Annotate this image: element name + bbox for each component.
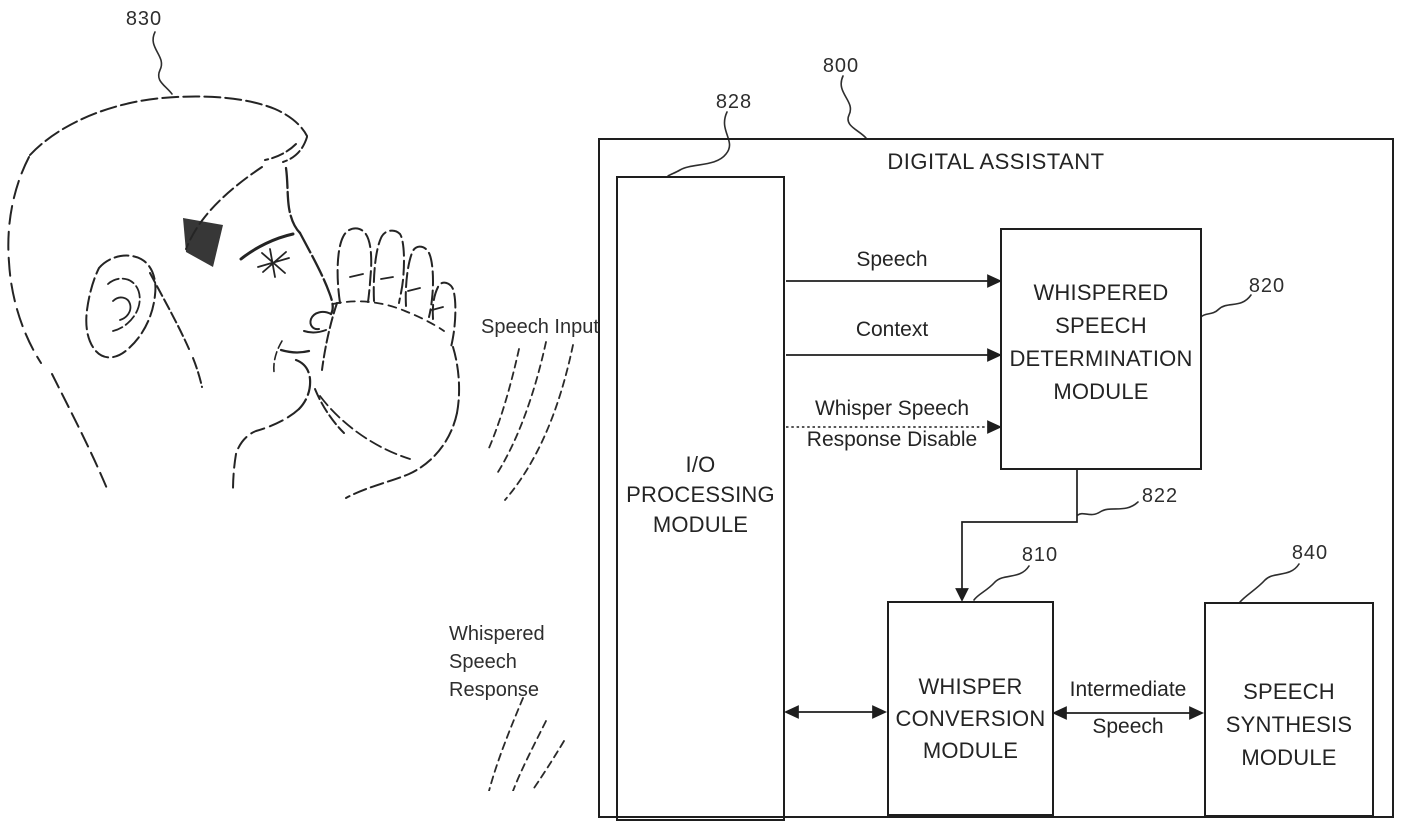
leader-800: [840, 75, 867, 139]
forehead-profile-path: [284, 166, 302, 235]
pinky-finger-path: [431, 281, 457, 348]
index-finger-path: [336, 227, 373, 304]
ear-outline-path: [85, 254, 157, 359]
io-module-label-line2: PROCESSING: [626, 482, 775, 507]
response-wave-2: [512, 720, 547, 791]
nostril-path: [309, 310, 332, 331]
io-conversion-arrow-head-right: [872, 705, 888, 719]
chin-path: [294, 358, 312, 411]
conversion-module-label-line3: MODULE: [922, 738, 1019, 763]
signal-arrows: [783, 274, 1205, 720]
diagram-title: DIGITAL ASSISTANT: [598, 149, 1394, 175]
eyebrow-path: [239, 232, 295, 261]
speech-input-label: Speech Input: [481, 316, 599, 338]
determination-to-conversion-line: [961, 470, 1078, 589]
cheek-crease-path: [273, 340, 283, 373]
whispered-response-label-line1: Whispered: [449, 623, 545, 645]
determination-module-label-line2: SPEECH: [1055, 313, 1147, 338]
ring-finger-path: [404, 245, 434, 318]
conversion-module-label-line1: WHISPER: [918, 674, 1023, 699]
ref-810: 810: [1021, 544, 1059, 566]
speech-wave-3: [504, 344, 574, 501]
leader-822: [1077, 501, 1139, 516]
palm-top-path: [332, 300, 445, 332]
eye-strokes: [257, 248, 290, 278]
speech-input-waves: [488, 341, 574, 501]
determination-to-conversion-head: [955, 588, 969, 602]
ref-822: 822: [1141, 485, 1179, 507]
speech-wave-1: [488, 348, 520, 449]
intermediate-speech-label-line1: Intermediate: [1069, 678, 1187, 701]
leader-810: [973, 565, 1030, 601]
sideburn-patch: [183, 218, 223, 267]
leader-828: [667, 111, 731, 177]
back-neck-path: [51, 373, 109, 492]
palm-right-path: [452, 346, 461, 414]
hand-left-edge-path: [321, 302, 338, 371]
upper-lip-path: [303, 329, 327, 334]
intermediate-arrow-head-left: [1051, 706, 1067, 720]
io-module-label-line1: I/O: [685, 452, 716, 477]
hair-outline-path: [29, 95, 308, 156]
palm-heel-path: [345, 412, 458, 499]
synthesis-module-label: SPEECH SYNTHESIS MODULE: [1204, 675, 1374, 774]
io-module-label-line3: MODULE: [652, 512, 749, 537]
context-signal-label: Context: [855, 318, 929, 341]
response-wave-1: [488, 697, 524, 791]
conversion-module-label-line2: CONVERSION: [895, 706, 1046, 731]
middle-finger-path: [372, 229, 405, 304]
response-wave-3: [531, 740, 565, 791]
leader-820: [1200, 294, 1252, 318]
knuckle-dashes: [349, 273, 444, 311]
leader-830: [152, 31, 173, 95]
whispered-response-label-line3: Response: [449, 679, 540, 701]
patent-figure: DIGITAL ASSISTANT I/O PROCESSING MODULE …: [7, 8, 1394, 821]
determination-module-label: WHISPERED SPEECH DETERMINATION MODULE: [1000, 276, 1202, 408]
ear-inner-detail-path: [112, 296, 132, 321]
whisper-disable-arrow-head: [987, 420, 1003, 434]
speech-arrow-head: [987, 274, 1003, 288]
forelock-path: [264, 136, 308, 163]
io-module-label: I/O PROCESSING MODULE: [616, 450, 785, 540]
synthesis-module-label-line3: MODULE: [1241, 745, 1337, 770]
person-sketch: [7, 95, 461, 499]
ref-820: 820: [1248, 275, 1286, 297]
ear-front-line-path: [149, 272, 203, 388]
whispered-response-waves: [488, 697, 565, 791]
figure-linework: [7, 31, 1300, 791]
nose-path: [298, 231, 334, 316]
conversion-module-label: WHISPER CONVERSION MODULE: [887, 671, 1054, 767]
whispered-response-label-line2: Speech: [449, 651, 517, 673]
back-of-head-path: [7, 156, 42, 364]
io-conversion-arrow-head-left: [783, 705, 799, 719]
intermediate-arrow-head-right: [1189, 706, 1205, 720]
ref-800: 800: [822, 55, 860, 77]
whispered-speech-determination-module-box: [1000, 228, 1202, 470]
leader-lines: [152, 31, 1300, 603]
whisper-disable-label-line1: Whisper Speech: [814, 397, 970, 420]
leader-840: [1239, 563, 1300, 603]
context-arrow-head: [987, 348, 1003, 362]
ear-inner-path: [107, 277, 141, 332]
intermediate-speech-label-line2: Speech: [1092, 715, 1164, 738]
determination-module-label-line4: MODULE: [1053, 379, 1149, 404]
speech-wave-2: [497, 341, 547, 473]
determination-module-label-line3: DETERMINATION: [1009, 346, 1193, 371]
synthesis-module-label-line2: SYNTHESIS: [1225, 712, 1353, 737]
determination-module-label-line1: WHISPERED: [1033, 280, 1169, 305]
whispered-response-label: Whispered Speech Response: [449, 620, 545, 704]
whisper-disable-label-line2: Response Disable: [806, 428, 978, 451]
jaw-neck-path: [232, 408, 300, 492]
thumb-path: [314, 388, 345, 434]
wrist-path: [319, 395, 411, 460]
diagram-title-text: DIGITAL ASSISTANT: [887, 149, 1105, 174]
mouth-path: [279, 348, 311, 354]
ref-828: 828: [715, 91, 753, 113]
ref-830: 830: [125, 8, 163, 30]
synthesis-module-label-line1: SPEECH: [1243, 679, 1335, 704]
speech-signal-label: Speech: [856, 248, 928, 271]
ref-840: 840: [1291, 542, 1329, 564]
